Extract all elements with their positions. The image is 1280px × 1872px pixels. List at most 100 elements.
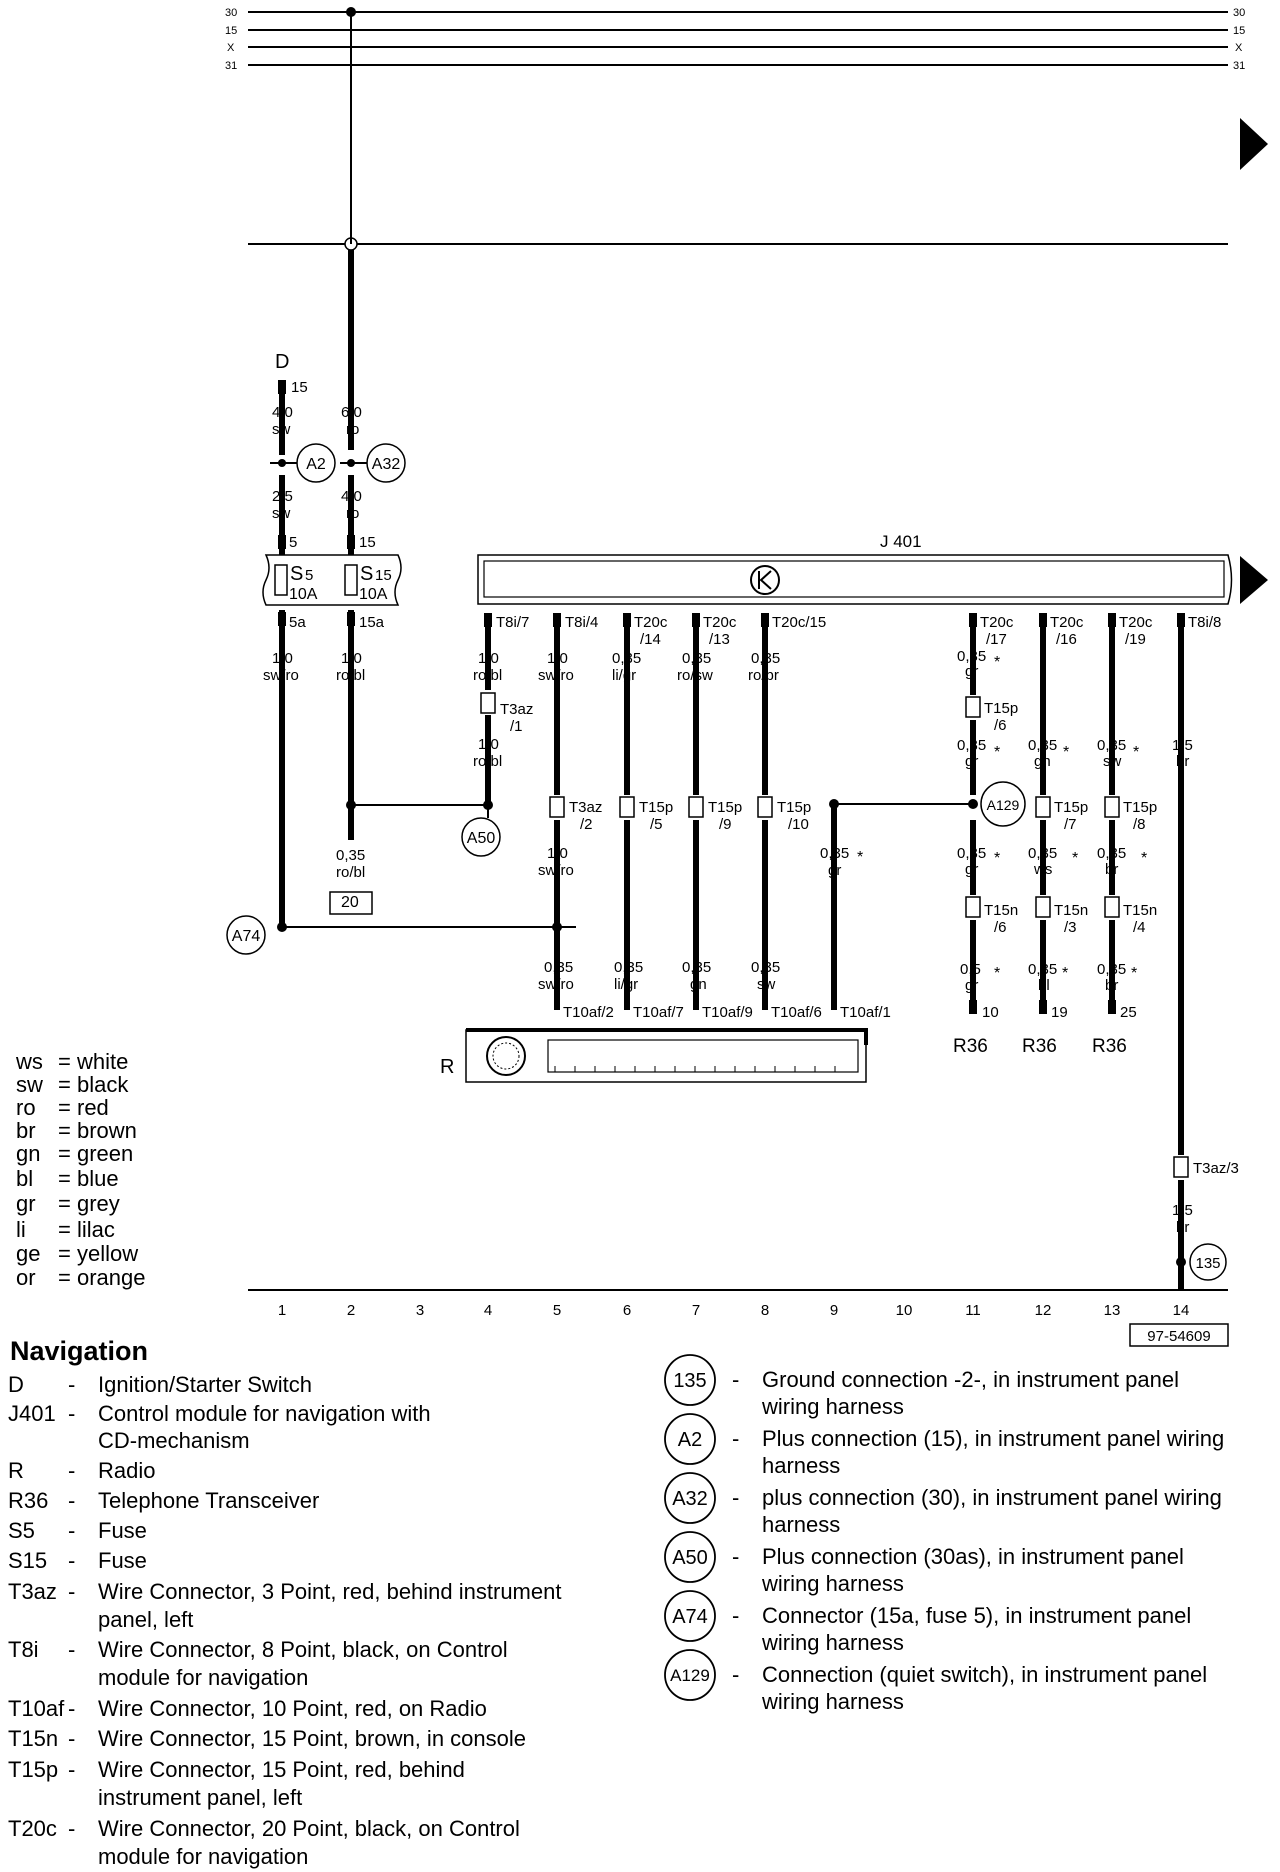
- svg-text:T8i/7: T8i/7: [496, 614, 529, 631]
- svg-text:*: *: [857, 849, 863, 866]
- legend-desc: Radio: [98, 1458, 155, 1483]
- svg-text:ro/bl: ro/bl: [473, 667, 502, 684]
- rail-label-left: 15: [225, 25, 237, 37]
- svg-text:0,35: 0,35: [682, 959, 711, 976]
- fuse-s5-name: S: [290, 563, 303, 585]
- svg-text:15: 15: [291, 379, 308, 396]
- legend-desc: Ground connection -2-, in instrument pan…: [762, 1367, 1179, 1392]
- svg-text:T3az/3: T3az/3: [1193, 1160, 1239, 1177]
- fuse-s5-out-pin: 5a: [289, 614, 306, 631]
- legend-desc: Connection (quiet switch), in instrument…: [762, 1662, 1207, 1687]
- svg-text:ro/bl: ro/bl: [336, 864, 365, 881]
- svg-text:0,35: 0,35: [1097, 845, 1126, 862]
- svg-text:gn: gn: [1034, 753, 1051, 770]
- rail-labels: 30 15 X 31 30 15 X 31: [225, 7, 1245, 72]
- color-code: br: [16, 1118, 36, 1143]
- svg-text:sw/ro: sw/ro: [538, 862, 574, 879]
- junction-dots: [277, 799, 1186, 1267]
- rail-label-left: X: [227, 42, 235, 54]
- legend-code: T3az: [8, 1579, 57, 1604]
- svg-text:*: *: [1072, 850, 1078, 867]
- svg-text:1,0: 1,0: [478, 736, 499, 753]
- fuse-s5-body: [274, 564, 288, 596]
- svg-text:*: *: [994, 654, 1000, 671]
- svg-text:0,35: 0,35: [957, 845, 986, 862]
- legend-circle-label: A129: [670, 1666, 710, 1685]
- svg-text:=: =: [58, 1241, 71, 1266]
- legend-desc: harness: [762, 1453, 840, 1478]
- fuse-s5-rating: 10A: [289, 586, 318, 603]
- svg-text:sw/ro: sw/ro: [263, 667, 299, 684]
- svg-text:/6: /6: [994, 919, 1007, 936]
- fuse-s15-name: S: [360, 563, 373, 585]
- connection-circle-labels: A2 A32 A50 A74 A129 135: [232, 456, 1221, 1272]
- svg-text:0,35: 0,35: [1028, 961, 1057, 978]
- color-name: blue: [77, 1166, 119, 1191]
- svg-text:sw: sw: [757, 976, 776, 993]
- legend-desc: wiring harness: [761, 1394, 904, 1419]
- svg-text:20: 20: [341, 894, 359, 911]
- legend-code: T20c: [8, 1816, 57, 1841]
- continuation-arrow-icon: [1240, 556, 1268, 604]
- svg-text:/19: /19: [1125, 631, 1146, 648]
- color-name: lilac: [77, 1217, 115, 1242]
- color-name: grey: [77, 1191, 120, 1216]
- svg-text:li/gr: li/gr: [614, 976, 638, 993]
- svg-text:*: *: [1131, 965, 1137, 982]
- svg-text:0,35: 0,35: [1097, 961, 1126, 978]
- legend-code: T10af: [8, 1696, 65, 1721]
- svg-text:-: -: [68, 1458, 75, 1483]
- track-number: 1: [278, 1302, 286, 1319]
- color-name: green: [77, 1141, 133, 1166]
- svg-text:4,0: 4,0: [341, 488, 362, 505]
- track-number: 6: [623, 1302, 631, 1319]
- ref-box-20: [329, 891, 373, 915]
- svg-text:/6: /6: [994, 717, 1007, 734]
- legend-code: T8i: [8, 1637, 39, 1662]
- svg-text:bl: bl: [1038, 977, 1050, 994]
- svg-text:ro/bl: ro/bl: [336, 667, 365, 684]
- legend-code: S15: [8, 1548, 47, 1573]
- svg-text:*: *: [994, 744, 1000, 761]
- a2-label: A2: [306, 456, 326, 473]
- power-rails: [248, 11, 1228, 245]
- svg-text:-: -: [68, 1696, 75, 1721]
- svg-text:T20c: T20c: [634, 614, 668, 631]
- svg-text:br: br: [1105, 861, 1118, 878]
- legend-code: T15p: [8, 1757, 58, 1782]
- svg-text:6,0: 6,0: [341, 404, 362, 421]
- svg-text:T15p: T15p: [777, 799, 811, 816]
- svg-text:T15p: T15p: [1123, 799, 1157, 816]
- svg-text:0,35: 0,35: [957, 737, 986, 754]
- legend-desc: Fuse: [98, 1548, 147, 1573]
- a74-label: A74: [232, 928, 261, 945]
- svg-text:gr: gr: [965, 753, 978, 770]
- svg-text:T10af/1: T10af/1: [840, 1004, 891, 1021]
- diagram-code: 97-54609: [1147, 1328, 1210, 1345]
- legend-left: D-Ignition/Starter Switch J401-Control m…: [8, 1372, 561, 1869]
- svg-text:T8i/4: T8i/4: [565, 614, 598, 631]
- legend-desc: harness: [762, 1512, 840, 1537]
- rail-label-left: 30: [225, 7, 237, 19]
- svg-text:*: *: [1063, 744, 1069, 761]
- legend-desc: Wire Connector, 3 Point, red, behind ins…: [98, 1579, 561, 1604]
- svg-text:sw/ro: sw/ro: [538, 667, 574, 684]
- color-code: ge: [16, 1241, 40, 1266]
- legend-desc: Wire Connector, 20 Point, black, on Cont…: [98, 1816, 520, 1841]
- track-number: 5: [553, 1302, 561, 1319]
- legend-desc: panel, left: [98, 1607, 193, 1632]
- radio-display: [547, 1039, 859, 1073]
- svg-text:-: -: [68, 1637, 75, 1662]
- svg-text:0,35: 0,35: [336, 847, 365, 864]
- svg-text:=: =: [58, 1166, 71, 1191]
- svg-text:1,0: 1,0: [547, 845, 568, 862]
- svg-text:0,35: 0,35: [751, 959, 780, 976]
- svg-text:1,0: 1,0: [272, 650, 293, 667]
- svg-text:1,0: 1,0: [547, 650, 568, 667]
- legend-desc: Connector (15a, fuse 5), in instrument p…: [762, 1603, 1191, 1628]
- pin-stubs: [278, 380, 1185, 1014]
- a129-label: A129: [987, 797, 1020, 813]
- svg-text:0,35: 0,35: [544, 959, 573, 976]
- color-code: or: [16, 1265, 36, 1290]
- svg-text:T15p: T15p: [639, 799, 673, 816]
